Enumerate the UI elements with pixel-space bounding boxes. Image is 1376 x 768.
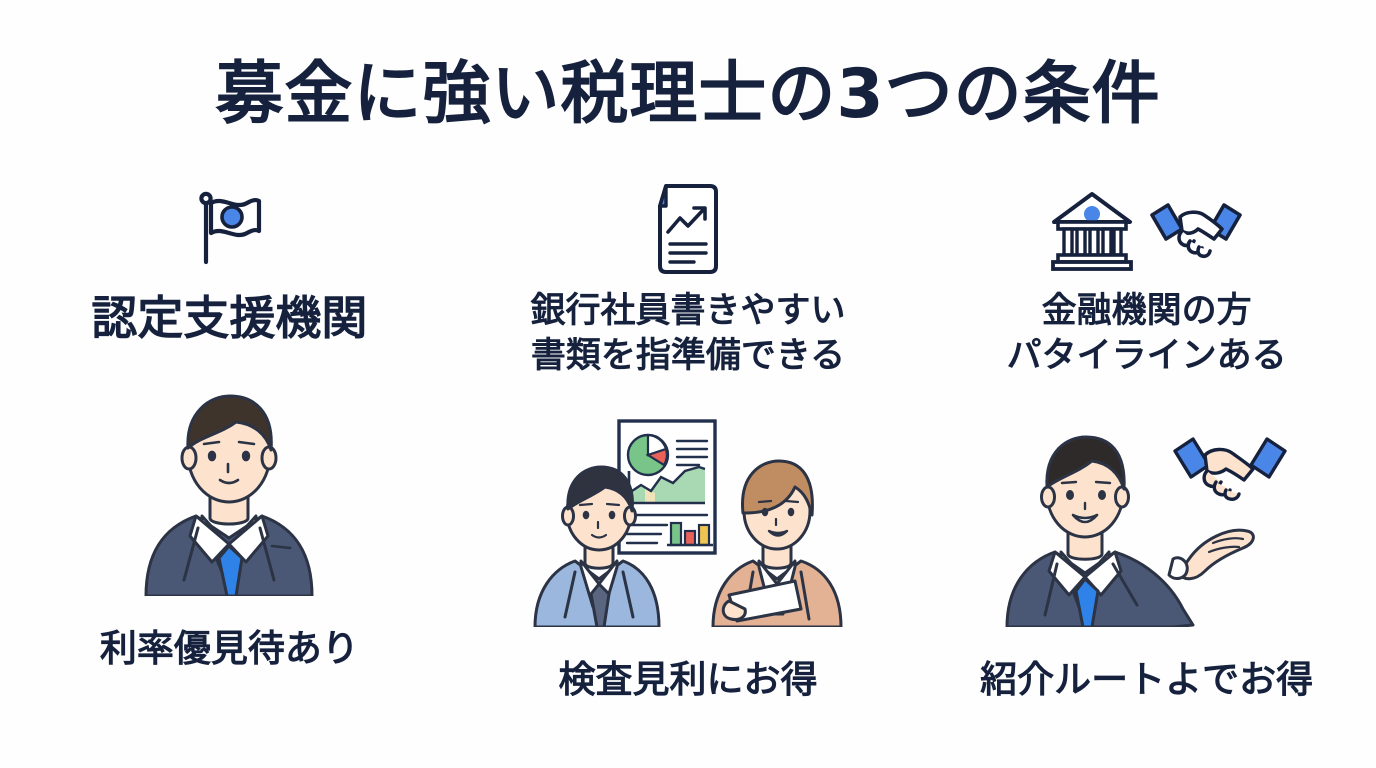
- flag-icon: [199, 191, 262, 265]
- column-kinyu-kikan: 金融機関の方 パタイラインある: [917, 175, 1376, 703]
- illustration-slot-2: [459, 397, 918, 627]
- column-caption-1: 利率優見待あり: [99, 626, 359, 670]
- column-heading-1-line1: 認定支援機関: [91, 291, 368, 345]
- businessman-navy-suit-illustration: [144, 394, 314, 596]
- icon-slot-3: [1050, 175, 1244, 285]
- columns-container: 認定支援機関: [0, 175, 1376, 735]
- illustration-slot-1: [0, 366, 459, 596]
- column-heading-2: 銀行社員書きやすい 書類を指準備できる: [531, 289, 846, 379]
- column-heading-2-line2: 書類を指準備できる: [530, 335, 846, 376]
- two-people-with-report-illustration: [533, 418, 843, 627]
- illustration-slot-3: [917, 397, 1376, 627]
- column-ginko-shain: 銀行社員書きやすい 書類を指準備できる: [459, 175, 918, 703]
- bank-icon: [1050, 192, 1133, 271]
- handshake-icon: [1149, 203, 1242, 259]
- column-caption-3: 紹介ルートよでお得: [980, 657, 1314, 701]
- businessman-presenting-handshake-illustration: [1005, 435, 1287, 627]
- column-heading-1: 認定支援機関: [91, 289, 367, 348]
- column-heading-3-line1: 金融機関の方: [1041, 291, 1252, 331]
- icon-slot-1: [183, 175, 275, 285]
- page-title: 募金に強い税理士の3つの条件: [215, 55, 1161, 134]
- icon-slot-2: [646, 175, 730, 285]
- column-heading-3-line2: パタイラインある: [1006, 335, 1287, 376]
- column-heading-2-line1: 銀行社員書きやすい: [530, 291, 846, 331]
- column-nintei-shien-kikan: 認定支援機関: [0, 175, 459, 672]
- column-caption-2: 検査見利にお得: [558, 657, 818, 701]
- document-chart-icon: [658, 184, 718, 274]
- column-heading-3: 金融機関の方 パタイラインある: [1007, 289, 1287, 379]
